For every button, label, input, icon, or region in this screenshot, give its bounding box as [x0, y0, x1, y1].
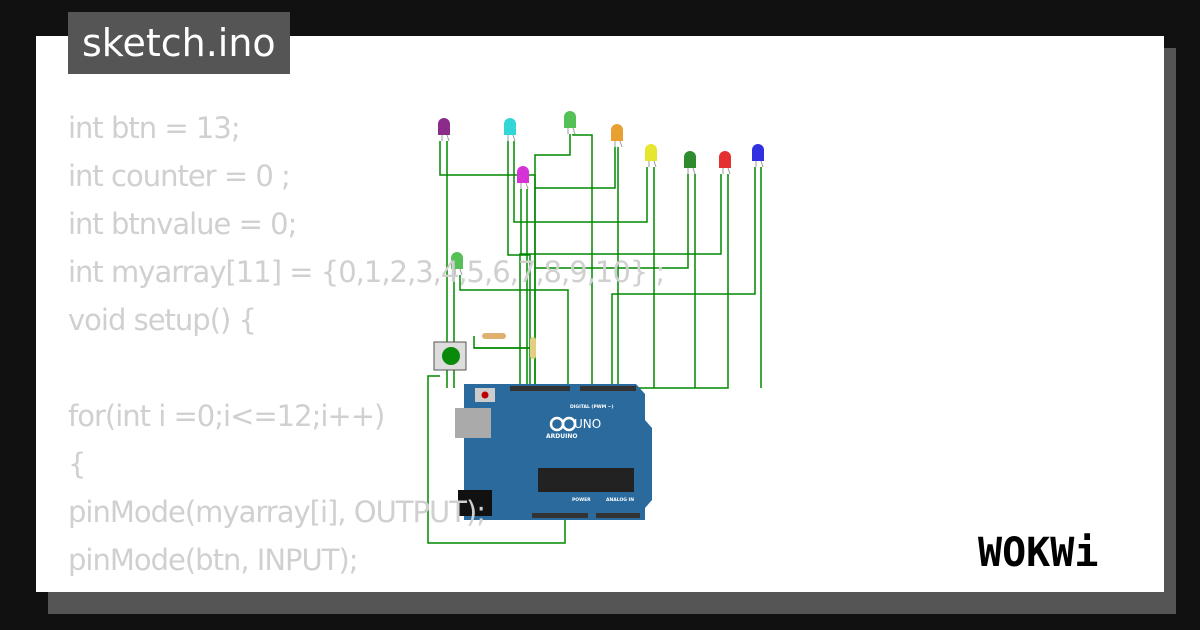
board-brand: ARDUINO: [546, 433, 577, 440]
usb-port: [455, 408, 491, 438]
wire: [519, 174, 722, 388]
led: [504, 118, 516, 142]
led: [719, 151, 731, 175]
wire: [427, 375, 566, 544]
wire: [572, 134, 593, 388]
arduino-uno-board: UNO ARDUINO DIGITAL (PWM ~) POWER ANALOG…: [455, 384, 652, 520]
wire: [620, 174, 729, 389]
file-title: sketch.ino: [68, 12, 290, 74]
pushbutton[interactable]: [433, 341, 467, 371]
wire: [513, 141, 535, 223]
leds: [438, 111, 764, 276]
led: [564, 111, 576, 135]
led: [451, 252, 463, 276]
wires: [427, 134, 762, 544]
board-name: UNO: [574, 417, 601, 431]
digital-label: DIGITAL (PWM ~): [570, 404, 614, 410]
wokwi-logo: WOKWi: [978, 530, 1098, 576]
power-label: POWER: [572, 497, 591, 503]
chip: [538, 468, 634, 492]
reset-button[interactable]: [481, 391, 489, 399]
led: [752, 144, 764, 168]
wire: [535, 147, 616, 189]
led: [684, 151, 696, 175]
wire: [459, 275, 569, 388]
analog-label: ANALOG IN: [606, 497, 634, 503]
led: [438, 118, 450, 142]
led: [517, 166, 529, 190]
wire: [611, 167, 756, 388]
wire: [507, 141, 531, 388]
power-jack: [458, 490, 492, 516]
led: [611, 124, 623, 148]
led: [645, 144, 657, 168]
wire: [535, 167, 648, 223]
wire: [473, 336, 530, 349]
wire: [535, 174, 689, 269]
resistor: [482, 333, 536, 359]
wire: [534, 134, 571, 388]
